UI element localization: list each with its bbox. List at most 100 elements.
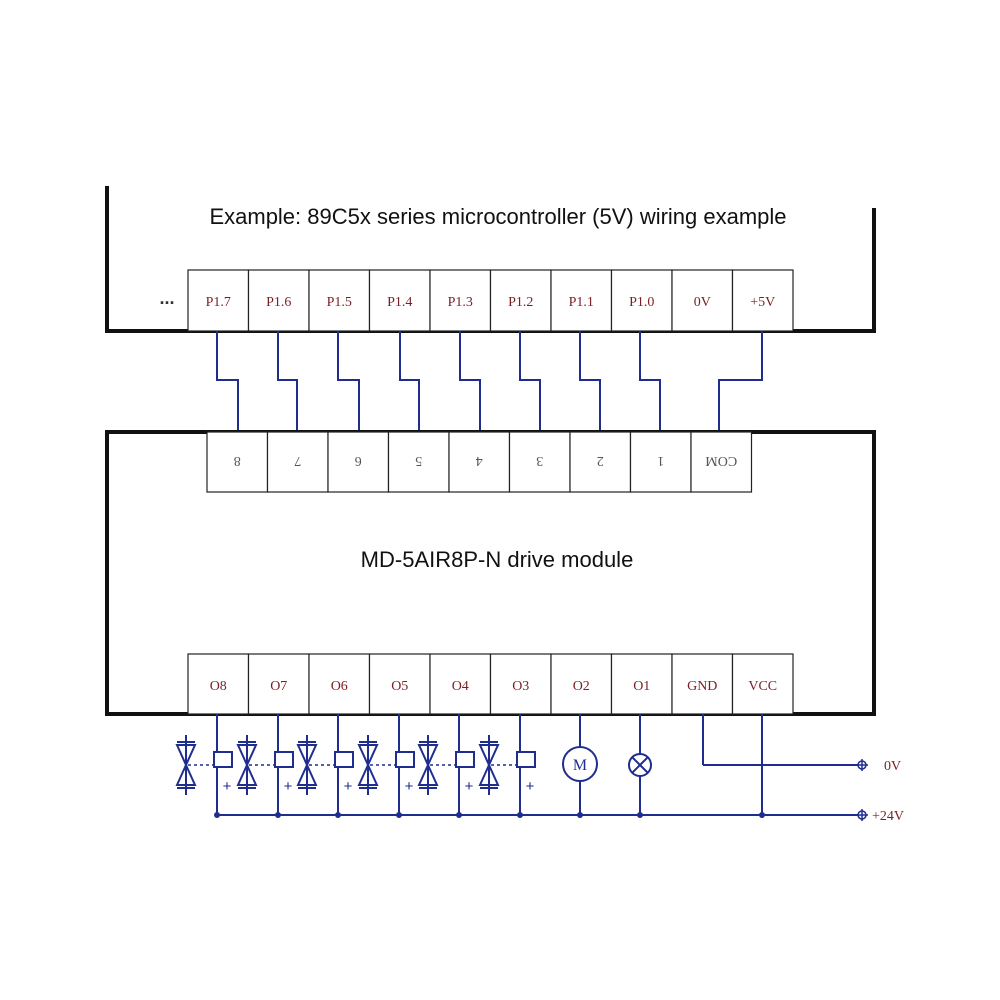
mcu-to-module-wires — [216, 331, 763, 432]
mcu-terminal-label: P1.2 — [508, 295, 533, 310]
valve-body-icon — [236, 735, 275, 795]
module-input-cell — [327, 431, 390, 493]
module-input-cell — [206, 431, 269, 493]
mcu-terminal-label: P1.7 — [206, 295, 231, 310]
valve-coil-icon — [395, 751, 415, 768]
link-wire — [337, 331, 360, 432]
valve-body-icon — [175, 735, 214, 795]
mcu-terminal-label: P1.4 — [387, 295, 412, 310]
valve-plus-label: + — [223, 778, 232, 795]
module-output-label: O8 — [210, 679, 227, 694]
mcu-terminal-strip: P1.7 P1.6 P1.5 P1.4 P1.3 P1.2 P1.1 P1.0 0V +5V — [187, 269, 794, 332]
module-input-label: 5 — [415, 453, 422, 468]
valve-body-icon — [296, 735, 335, 795]
module-input-cell — [629, 431, 692, 493]
module-output-label: VCC — [748, 679, 777, 694]
valve-coil-icon — [213, 751, 233, 768]
junction-dot — [396, 812, 402, 818]
module-input-label: 3 — [536, 453, 543, 468]
link-wire — [718, 331, 763, 432]
module-output-cell — [187, 653, 250, 715]
mcu-terminal-label: P1.6 — [266, 295, 291, 310]
motor-label: M — [573, 757, 587, 774]
module-output-label: O4 — [452, 679, 469, 694]
module-output-cell — [731, 653, 794, 715]
module-output-label: O6 — [331, 679, 348, 694]
junction-dot — [214, 812, 220, 818]
link-wire — [579, 331, 601, 432]
mcu-terminal-label: P1.3 — [448, 295, 473, 310]
solenoid-valve: + — [175, 714, 233, 818]
module-output-cell — [550, 653, 613, 715]
module-input-label: 8 — [234, 453, 241, 468]
junction-dot — [577, 812, 583, 818]
valve-plus-label: + — [344, 778, 353, 795]
mcu-terminal-cell — [247, 269, 310, 332]
valve-plus-label: + — [465, 778, 474, 795]
module-input-cell — [690, 431, 753, 493]
solenoid-valve: + — [357, 714, 415, 818]
module-output-label: O5 — [391, 679, 408, 694]
module-input-label: 7 — [294, 453, 301, 468]
lamp-cross — [631, 756, 649, 774]
valve-plus-label: + — [284, 778, 293, 795]
mcu-terminal-label: P1.1 — [569, 295, 594, 310]
mcu-terminal-label: P1.0 — [629, 295, 654, 310]
valve-plus-label: + — [405, 778, 414, 795]
link-wire — [519, 331, 541, 432]
module-input-cell — [569, 431, 632, 493]
mcu-terminal-cell — [489, 269, 552, 332]
link-wire — [399, 331, 420, 432]
module-output-cell — [610, 653, 673, 715]
valve-coil-icon — [455, 751, 475, 768]
valve-coil-icon — [274, 751, 294, 768]
mcu-terminal-label: 0V — [694, 295, 711, 310]
motor-load: M — [562, 714, 598, 818]
mcu-terminal-label: +5V — [750, 295, 775, 310]
module-output-label: GND — [687, 679, 717, 694]
module-input-cell — [266, 431, 329, 493]
rail-0v-label: 0V — [884, 759, 901, 774]
diagram-title: Example: 89C5x series microcontroller (5… — [209, 204, 786, 229]
module-input-cell — [508, 431, 571, 493]
solenoid-valve: + — [296, 714, 354, 818]
link-wire — [459, 331, 481, 432]
junction-dot — [275, 812, 281, 818]
module-input-label: 4 — [476, 453, 483, 468]
junction-dot — [517, 812, 523, 818]
junction-dot — [456, 812, 462, 818]
rail-24v-label: +24V — [872, 809, 904, 824]
module-input-cell — [448, 431, 511, 493]
mcu-terminal-cell — [731, 269, 794, 332]
link-wire — [216, 331, 239, 432]
module-label: MD-5AIR8P-N drive module — [361, 547, 634, 572]
lamp-load — [628, 714, 652, 818]
link-wire — [639, 331, 661, 432]
junction-dot — [335, 812, 341, 818]
solenoid-valve: + — [478, 714, 536, 818]
module-output-label: O3 — [512, 679, 529, 694]
rail-24v: +24V — [856, 809, 904, 824]
mcu-terminal-label: P1.5 — [327, 295, 352, 310]
valve-plus-label: + — [526, 778, 535, 795]
load-circuit: + + + + + + M — [175, 714, 858, 818]
module-output-cell — [368, 653, 431, 715]
module-output-cell — [489, 653, 552, 715]
module-output-label: O2 — [573, 679, 590, 694]
solenoid-valve: + — [236, 714, 294, 818]
module-output-cell — [308, 653, 371, 715]
junction-dot — [637, 812, 643, 818]
module-output-strip: O8 O7 O6 O5 O4 O3 O2 O1 GND VCC — [187, 653, 794, 715]
mcu-ellipsis: ... — [159, 288, 174, 308]
module-input-label: 1 — [657, 453, 664, 468]
mcu-terminal-cell — [308, 269, 371, 332]
link-wire — [277, 331, 298, 432]
module-output-label: O1 — [633, 679, 650, 694]
module-input-cell — [387, 431, 450, 493]
rail-0v: 0V — [856, 759, 901, 774]
module-output-label: O7 — [270, 679, 287, 694]
module-output-cell — [247, 653, 310, 715]
valve-body-icon — [478, 735, 517, 795]
